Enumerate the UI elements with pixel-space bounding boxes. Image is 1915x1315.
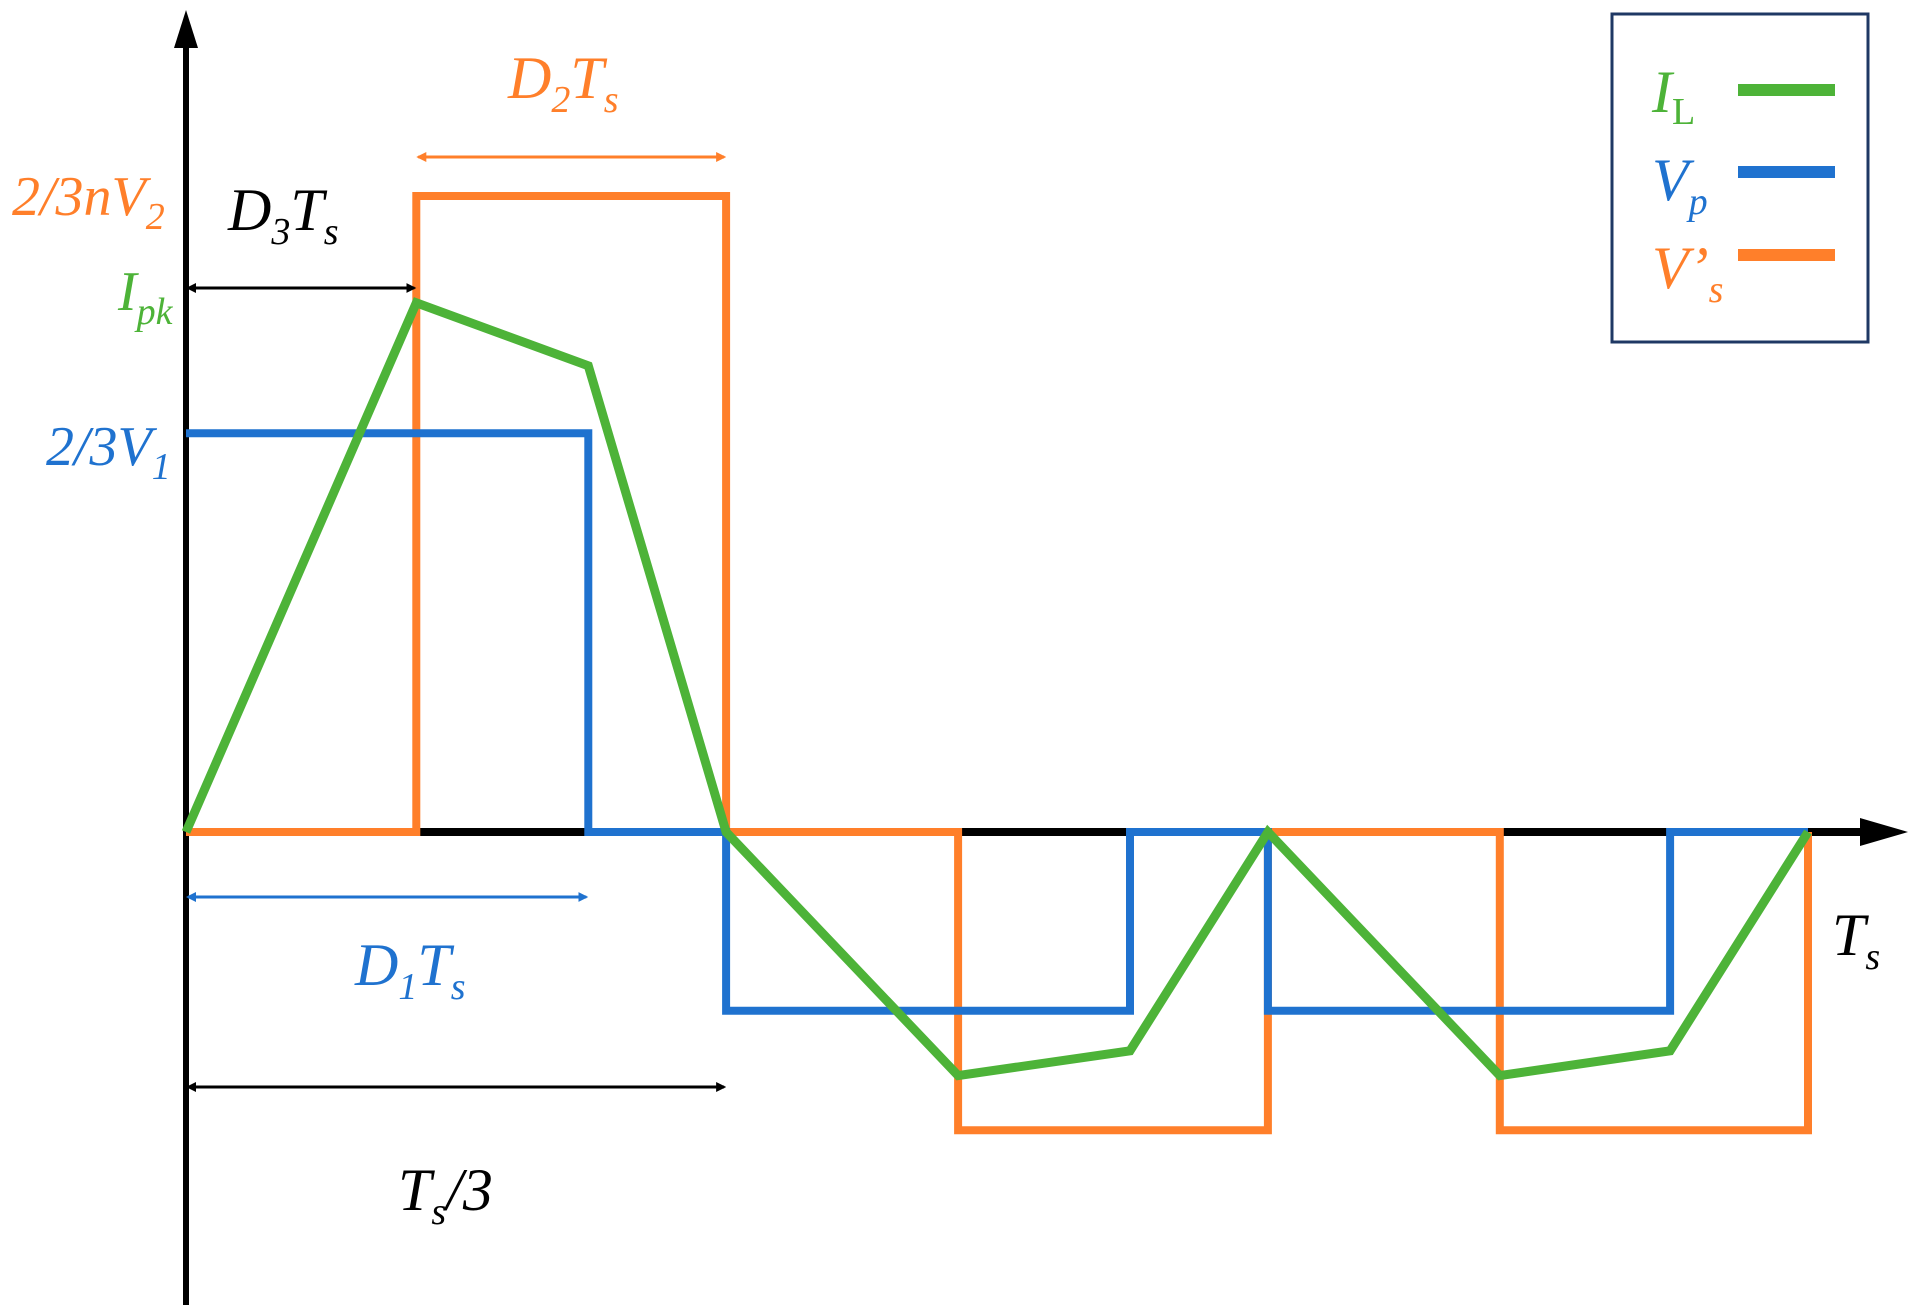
label-ts-over-3: Ts/3	[398, 1157, 493, 1233]
series-il-line	[181, 297, 1812, 1081]
series-vs-line	[186, 192, 1812, 1135]
y-axis-arrowhead	[174, 10, 198, 48]
label-d3ts: D3Ts	[227, 177, 339, 253]
y-label-2-3v1: 2/3V1	[46, 416, 171, 488]
interval-layer	[186, 152, 727, 1092]
label-d1ts: D1Ts	[354, 932, 466, 1008]
x-label-ts: Ts	[1832, 902, 1880, 978]
legend-label-vp: Vp	[1652, 147, 1708, 223]
x-axis-arrowhead	[1860, 818, 1908, 846]
label-d2ts: D2Ts	[507, 45, 619, 121]
series-layer	[181, 192, 1812, 1135]
legend-label-il: IL	[1651, 59, 1695, 133]
series-vp-line	[186, 429, 1808, 1015]
y-label-2-3nv2: 2/3nV2	[12, 166, 165, 238]
legend-label-vs: V’s	[1652, 235, 1723, 311]
y-label-ipk: Ipk	[117, 261, 174, 333]
legend: IL Vp V’s	[1610, 12, 1870, 344]
